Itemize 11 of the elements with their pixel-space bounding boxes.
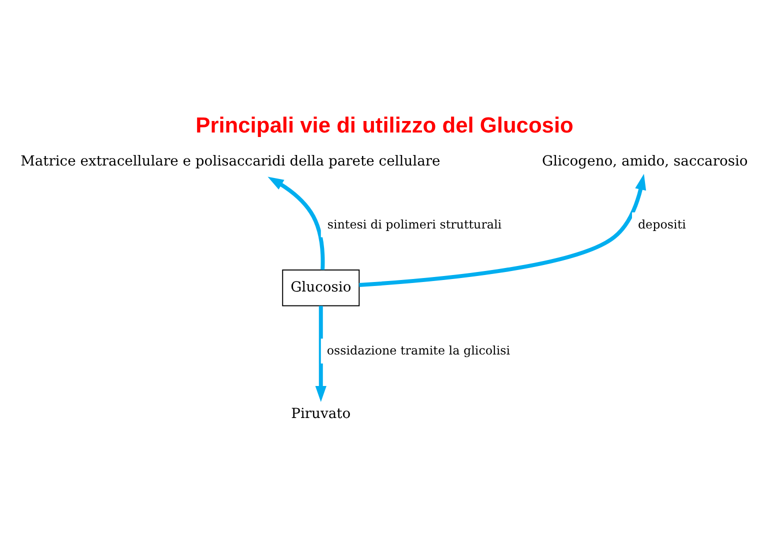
node-box: Glucosio <box>282 269 360 306</box>
edge-label: sintesi di polimeri strutturali <box>327 216 502 231</box>
arrow <box>268 176 325 270</box>
node-text: Matrice extracellulare e polisaccaridi della parete cellulare <box>20 152 440 169</box>
edge-label: ossidazione tramite la glicolisi <box>326 343 510 358</box>
diagram-title: Principali vie di utilizzo del Glucosio <box>196 112 574 137</box>
node-text: Piruvato <box>291 405 351 422</box>
node-text: Glicogeno, amido, saccarosio <box>542 152 748 169</box>
arrow <box>359 173 646 286</box>
edge-label: depositi <box>638 216 686 231</box>
arrow <box>315 305 326 402</box>
